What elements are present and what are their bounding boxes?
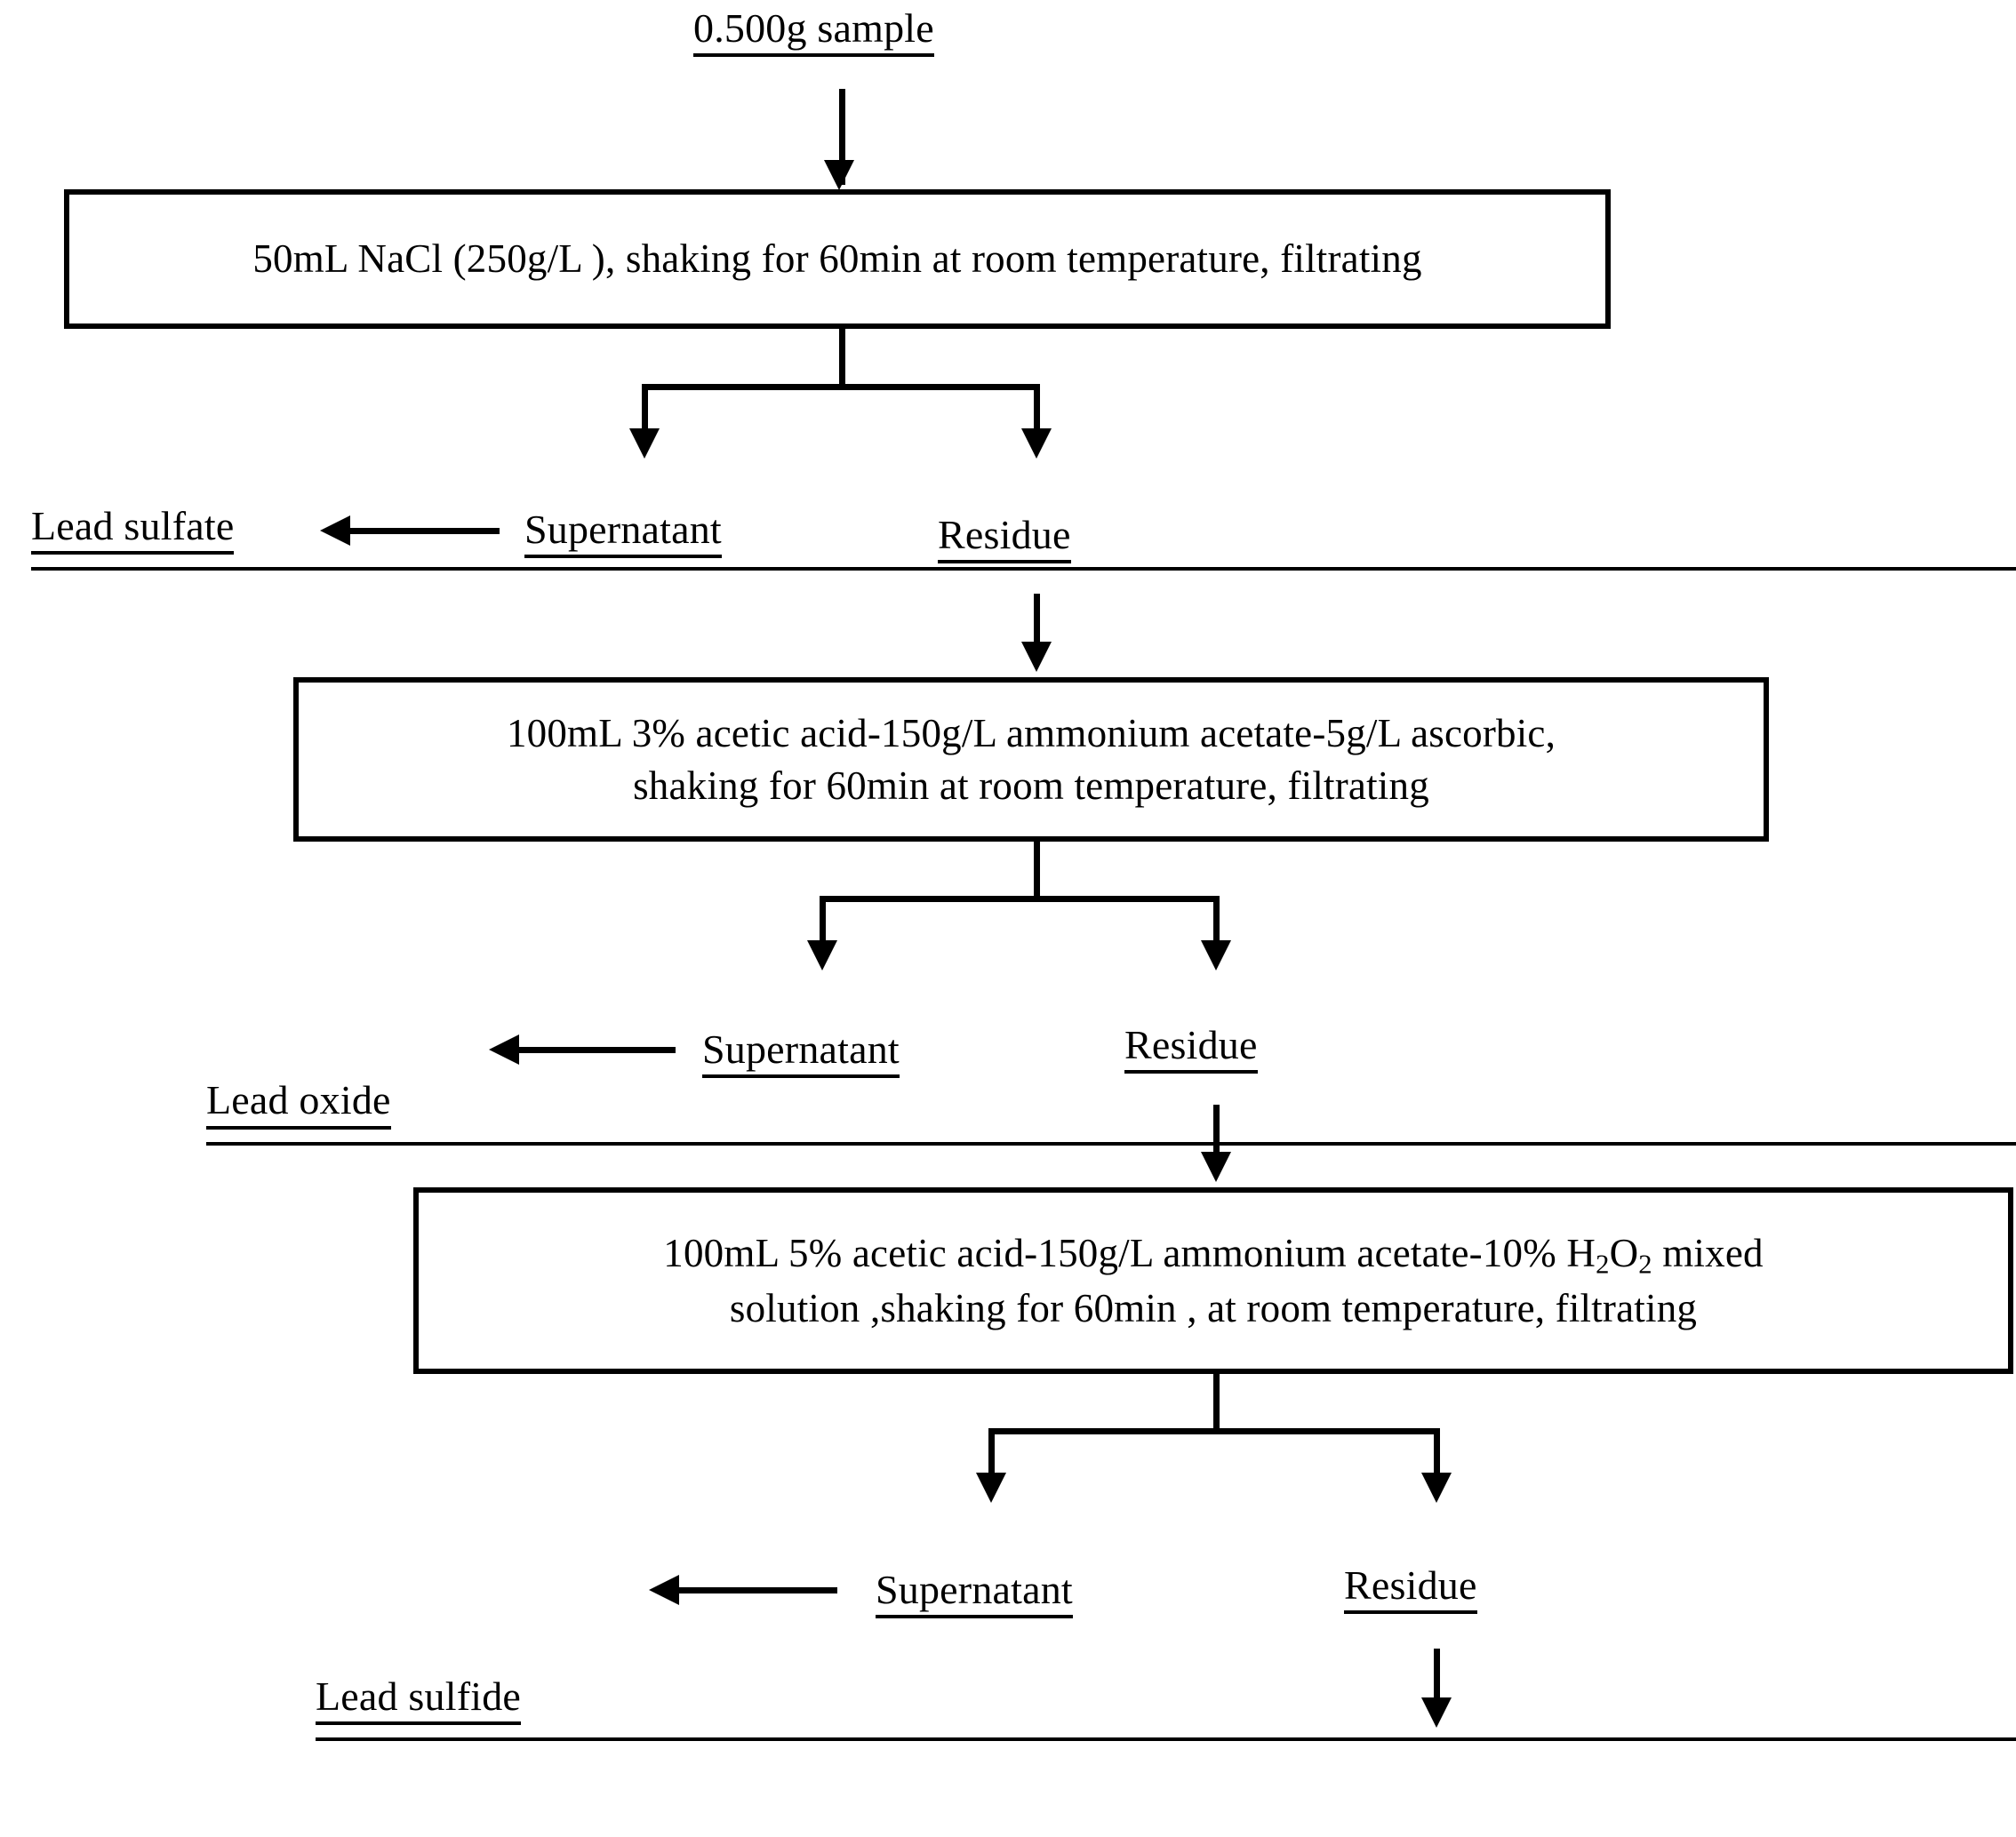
- connector-step3-to-lead-sulfide: [676, 1587, 837, 1593]
- process-box-step3-sub1: 2: [1596, 1249, 1610, 1280]
- process-box-step2-line2: shaking for 60min at room temperature, f…: [633, 763, 1429, 808]
- step2-residue-label: Residue: [1124, 1023, 1258, 1074]
- product-lead-sulfate: Lead sulfate: [31, 504, 2016, 571]
- process-box-step3-text: 100mL 5% acetic acid-150g/L ammonium ace…: [647, 1227, 1779, 1335]
- connector-step3-residue-to-final: [1434, 1649, 1440, 1704]
- arrowhead-lead-sulfate-icon: [320, 515, 350, 546]
- arrowhead-final-icon: [1421, 1697, 1452, 1728]
- connector-step2-fork-stem: [1034, 842, 1040, 900]
- product-lead-oxide: Lead oxide: [206, 1079, 2016, 1146]
- connector-step1-residue-to-step2: [1034, 594, 1040, 647]
- connector-step2-fork-right: [1213, 896, 1220, 949]
- arrowhead-step3-supernatant-icon: [976, 1473, 1006, 1503]
- step3-residue-label: Residue: [1344, 1563, 1477, 1615]
- arrowhead-step2-supernatant-icon: [807, 940, 837, 970]
- connector-step3-fork-left: [988, 1428, 995, 1482]
- process-box-step2-line1: 100mL 3% acetic acid-150g/L ammonium ace…: [506, 711, 1556, 755]
- process-box-step1-text: 50mL NaCl (250g/L ), shaking for 60min a…: [252, 236, 1422, 282]
- connector-step1-fork-stem: [839, 329, 845, 388]
- connector-step2-fork-left: [820, 896, 826, 949]
- arrowhead-step2-in-icon: [1021, 642, 1052, 672]
- arrowhead-step1-supernatant-icon: [629, 428, 660, 459]
- step2-residue: Residue: [1124, 1023, 1258, 1074]
- start-node-label: 0.500g sample: [693, 6, 934, 58]
- step3-supernatant: Supernatant: [876, 1568, 1073, 1619]
- process-box-step2: 100mL 3% acetic acid-150g/L ammonium ace…: [293, 677, 1769, 842]
- connector-step3-fork-right: [1434, 1428, 1440, 1482]
- step3-residue: Residue: [1344, 1563, 1477, 1615]
- connector-step3-fork-stem: [1213, 1374, 1220, 1433]
- process-box-step3: 100mL 5% acetic acid-150g/L ammonium ace…: [413, 1187, 2013, 1374]
- process-box-step1: 50mL NaCl (250g/L ), shaking for 60min a…: [64, 189, 1611, 329]
- process-box-step3-line2: solution ,shaking for 60min , at room te…: [729, 1285, 1698, 1330]
- process-box-step3-line1-a: 100mL 5% acetic acid-150g/L ammonium ace…: [663, 1230, 1596, 1275]
- arrowhead-lead-oxide-icon: [489, 1034, 519, 1065]
- step3-supernatant-label: Supernatant: [876, 1568, 1073, 1619]
- product-lead-sulfate-label: Lead sulfate: [31, 504, 235, 555]
- connector-step2-fork-bar: [820, 896, 1220, 902]
- step1-residue: Residue: [938, 513, 1071, 564]
- arrowhead-step3-in-icon: [1201, 1152, 1231, 1182]
- connector-step1-fork-bar: [642, 384, 1040, 390]
- connector-step1-fork-right: [1034, 384, 1040, 437]
- process-box-step3-sub2: 2: [1638, 1249, 1652, 1280]
- arrowhead-step2-residue-icon: [1201, 940, 1231, 970]
- step2-supernatant: Supernatant: [702, 1027, 900, 1079]
- step1-residue-label: Residue: [938, 513, 1071, 564]
- arrowhead-start-to-step1-icon: [824, 160, 854, 190]
- arrowhead-step1-residue-icon: [1021, 428, 1052, 459]
- arrowhead-lead-sulfide-icon: [649, 1575, 679, 1605]
- process-box-step3-line1-b: O: [1609, 1230, 1639, 1275]
- process-box-step2-text: 100mL 3% acetic acid-150g/L ammonium ace…: [491, 707, 1572, 811]
- connector-step1-to-lead-sulfate: [347, 528, 500, 534]
- step2-supernatant-label: Supernatant: [702, 1027, 900, 1079]
- process-box-step3-line1-c: mixed: [1652, 1230, 1764, 1275]
- step1-supernatant-label: Supernatant: [524, 507, 722, 559]
- connector-step1-fork-left: [642, 384, 648, 437]
- step1-supernatant: Supernatant: [524, 507, 722, 559]
- start-node: 0.500g sample: [693, 6, 934, 58]
- connector-start-to-step1: [839, 89, 845, 185]
- arrowhead-step3-residue-icon: [1421, 1473, 1452, 1503]
- product-lead-oxide-label: Lead oxide: [206, 1079, 391, 1130]
- connector-step2-to-lead-oxide: [516, 1047, 676, 1053]
- connector-step2-residue-to-step3: [1213, 1105, 1220, 1156]
- product-lead-sulfide: Lead sulfide: [316, 1674, 2016, 1742]
- product-lead-sulfide-label: Lead sulfide: [316, 1674, 522, 1725]
- connector-step3-fork-bar: [988, 1428, 1440, 1434]
